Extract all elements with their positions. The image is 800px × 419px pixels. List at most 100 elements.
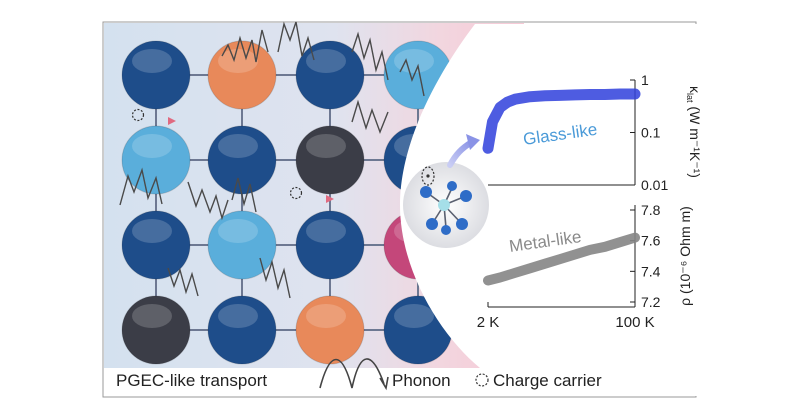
atom-sphere [208,126,276,194]
lattice-atom-orange [295,295,365,365]
atom-highlight [218,49,258,73]
phonon-waves [119,21,425,299]
atom-outline [295,40,365,110]
atom-highlight [306,304,346,328]
lattice-atom-orange [207,40,277,110]
rho-y-tick-label: 7.2 [641,294,661,310]
atom-highlight [218,219,258,243]
phonon-wave [351,31,389,81]
cluster-atom [447,181,457,191]
legend-transport-label: PGEC-like transport [116,371,267,390]
legend-carrier-label: Charge carrier [493,371,602,390]
lattice-atom-light-blue [207,210,277,280]
kappa-y-label-sub: lat [685,93,695,103]
atom-sphere [208,211,276,279]
legend-phonon-label: Phonon [392,371,451,390]
transport-arrowheads [168,117,334,203]
cluster-inset [403,162,489,248]
phonon-legend-icon [319,358,385,389]
atom-sphere [208,41,276,109]
arrowhead-icon [168,117,176,125]
cluster-center-atom [438,199,450,211]
kappa-tick-labels: 1 0.1 0.01 [641,72,668,193]
lattice-atom-dark-blue [295,40,365,110]
atom-sphere [296,126,364,194]
legend: PGEC-like transport Phonon Charge carrie… [116,358,602,391]
cluster-atom [460,190,472,202]
rattler-icon [421,166,435,186]
atom-outline [295,125,365,195]
atom-outline [207,40,277,110]
phonon-wave [221,29,269,63]
atom-sphere [296,211,364,279]
atom-outline [207,295,277,365]
atom-outline [121,295,191,365]
kappa-y-axis-label: κlat (W m⁻¹K⁻¹) [685,86,703,178]
phonon-wave [167,267,199,297]
rho-series-line [483,232,640,286]
phonon-wave [259,257,291,299]
atom-highlight [132,134,172,158]
rho-tick-labels: 7.8 7.6 7.4 7.2 [641,202,661,310]
kappa-y-tick-label: 1 [641,72,649,88]
lattice-atom-dark-blue [207,125,277,195]
charge-carrier-legend-icon [475,373,489,387]
cluster-atom [456,218,468,230]
atom-outline [207,210,277,280]
arrowhead-icon [466,134,480,150]
chart-kappa: 10.10.01 Glass-like κlat (W m⁻¹K⁻¹) [482,72,703,193]
atom-highlight [132,49,172,73]
atom-highlight [394,304,434,328]
kappa-y-tick-label: 0.1 [641,125,661,141]
lattice-atom-dark-blue [207,295,277,365]
cluster-atom [426,218,438,230]
atom-highlight [218,304,258,328]
rho-y-tick-label: 7.8 [641,202,661,218]
rattler-dot [426,174,430,178]
lattice-atom-gray [121,295,191,365]
atom-sphere [122,211,190,279]
phonon-wave [399,58,425,97]
atom-highlight [218,134,258,158]
lattice-atom-gray [295,125,365,195]
atom-sphere [296,296,364,364]
atom-outline [295,210,365,280]
cluster-atom [441,225,451,235]
atom-sphere [208,296,276,364]
rho-y-tick-label: 7.6 [641,233,661,249]
phonon-wave [187,181,229,221]
rho-y-tick-label: 7.4 [641,263,661,279]
rho-y-axis-label: ρ (10⁻⁶ Ohm m) [677,206,693,306]
kappa-series-line [482,88,641,154]
cluster-atom [420,186,432,198]
phonon-wave [351,99,389,134]
x-tick-label-100k: 100 K [615,314,654,331]
kappa-ticks [630,79,635,186]
atom-outline [121,125,191,195]
atom-highlight [132,304,172,328]
atom-highlight [306,219,346,243]
phonon-wave [231,177,257,213]
plot-panel-background [400,24,700,396]
atom-outline [121,210,191,280]
atom-sphere [122,296,190,364]
atom-highlight [306,49,346,73]
lattice-atom-light-blue [121,125,191,195]
kappa-y-label-rest: (W m⁻¹K⁻¹) [687,103,703,178]
atom-outline [121,40,191,110]
phonon-legend-arrowhead-icon [379,376,389,391]
phonon-wave [119,167,163,206]
atom-highlight [306,134,346,158]
lattice-atom-dark-blue [121,210,191,280]
x-tick-label-2k: 2 K [477,314,500,331]
kappa-y-tick-label: 0.01 [641,177,668,193]
lattice-atom-dark-blue [121,40,191,110]
lattice-atom-dark-blue [295,210,365,280]
transport-arrows [108,120,334,200]
atom-sphere [122,41,190,109]
atom-highlight [394,49,434,73]
atom-highlight [132,219,172,243]
kappa-y-label-main: κ [687,86,703,94]
phonon-wave [277,21,315,61]
